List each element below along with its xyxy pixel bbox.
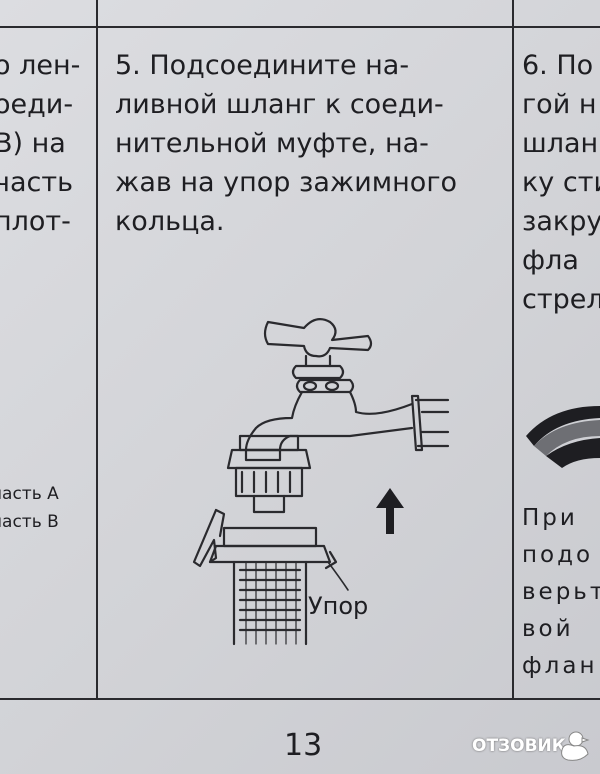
- stop-label: Упор: [308, 592, 369, 620]
- clamp-lever: [192, 508, 218, 568]
- faucet-spout: [244, 448, 282, 462]
- left-line: В) на: [0, 128, 66, 159]
- legend-part-a: часть A: [0, 484, 59, 504]
- step-6-text: 6. По гой н шлан ку сти закру фла стрел: [522, 46, 600, 319]
- note-line: подо: [522, 542, 594, 568]
- left-line: о лен-: [0, 50, 81, 81]
- step-5-line: 5. Подсоедините на-: [115, 50, 410, 81]
- faucet-bonnet: [291, 364, 345, 380]
- wall-flange: [410, 394, 424, 452]
- left-legend: часть A часть B: [0, 480, 59, 536]
- table-bottom-border: [0, 698, 600, 700]
- step-5-line: жав на упор зажимного: [115, 167, 458, 198]
- left-column-text: о лен- оеди- В) на часть плот- .: [0, 46, 96, 280]
- note-line: флан: [522, 653, 598, 679]
- duck-logo-icon: [561, 731, 590, 761]
- note-line: верьт: [522, 579, 600, 605]
- hose: [232, 560, 308, 646]
- step-6-line: закру: [522, 206, 600, 237]
- step-6-line: 6. По: [522, 50, 594, 81]
- faucet-handle: [263, 317, 373, 358]
- step-6-line: ку сти: [522, 167, 600, 198]
- step-6-line: шлан: [522, 128, 599, 159]
- top-row-border: [0, 26, 600, 28]
- note-line: вой: [522, 616, 574, 642]
- legend-part-b: часть B: [0, 512, 59, 532]
- step-5-text: 5. Подсоедините на- ливной шланг к соеди…: [115, 46, 457, 241]
- faucet-hose-illustration: [192, 317, 450, 646]
- column-divider-right: [512, 0, 514, 700]
- hose-connector: [222, 526, 318, 548]
- step-6-note: При подо верьт вой флан: [522, 500, 600, 685]
- step-6-line: гой н: [522, 89, 597, 120]
- faucet-body-lower: [348, 390, 414, 415]
- left-line: .: [0, 241, 90, 280]
- page-number: 13: [284, 728, 323, 763]
- step-5-line: ливной шланг к соеди-: [115, 89, 444, 120]
- step-5-line: кольца.: [115, 206, 225, 237]
- faucet-body: [244, 390, 414, 452]
- step-6-line: стрел: [522, 284, 600, 315]
- column-divider-left: [96, 0, 98, 700]
- faucet-stem: [304, 354, 332, 368]
- watermark-text: ОТЗОВИК: [472, 736, 566, 756]
- up-arrow-icon: [376, 488, 404, 534]
- step-6-line: фла: [522, 245, 579, 276]
- step-5-line: нительной муфте, на-: [115, 128, 429, 159]
- step-6-illustration: [526, 406, 600, 468]
- top-divider-left: [96, 0, 98, 28]
- left-line: оеди-: [0, 89, 74, 120]
- left-line: часть: [0, 167, 73, 198]
- stop-leader-line: [327, 561, 349, 591]
- note-line: При: [522, 505, 578, 531]
- left-line: плот-: [0, 206, 71, 237]
